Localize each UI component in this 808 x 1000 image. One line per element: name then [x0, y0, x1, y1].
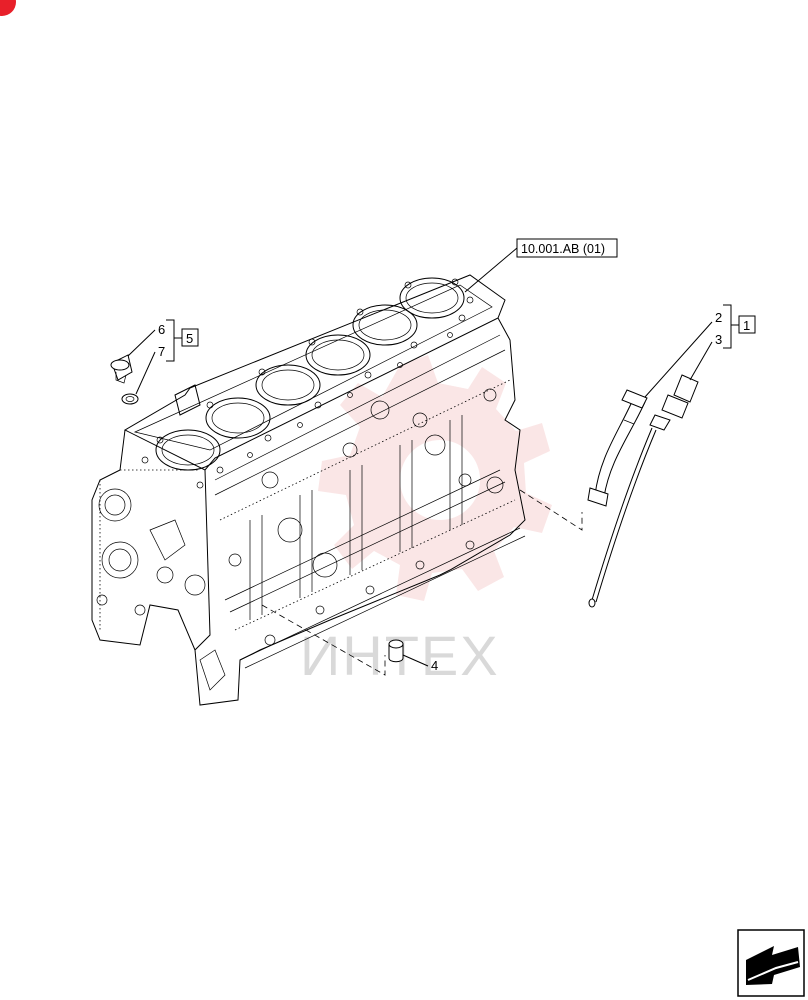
reference-label-box[interactable] — [516, 238, 618, 258]
callout-6[interactable]: 6 — [158, 322, 165, 337]
callout-4[interactable]: 4 — [431, 658, 438, 673]
side-bosses — [228, 388, 504, 646]
arrow-navigation-icon[interactable] — [737, 929, 805, 997]
crankcase-ribs — [249, 415, 463, 620]
deck-bolt-holes — [141, 278, 474, 489]
callout-1-box[interactable] — [738, 315, 756, 334]
reference-label[interactable]: 10.001.AB (01) — [521, 242, 605, 256]
dipstick-tube — [587, 389, 648, 507]
callout-5[interactable]: 5 — [186, 331, 193, 346]
washer-part — [121, 393, 139, 405]
assembly-line-plug — [261, 604, 386, 676]
callout-3[interactable]: 3 — [715, 332, 722, 347]
plug-part — [110, 354, 133, 384]
corner-badge-icon — [0, 0, 16, 16]
callout-1[interactable]: 1 — [743, 318, 750, 333]
assembly-line-tube — [519, 489, 583, 531]
dowel-part — [388, 639, 404, 663]
engine-block — [91, 274, 526, 706]
watermark-logo — [318, 355, 552, 601]
dipstick — [588, 374, 699, 608]
callout-5-box[interactable] — [181, 328, 199, 347]
cylinder-bores — [155, 277, 465, 471]
callout-7[interactable]: 7 — [158, 344, 165, 359]
callout-2[interactable]: 2 — [715, 310, 722, 325]
